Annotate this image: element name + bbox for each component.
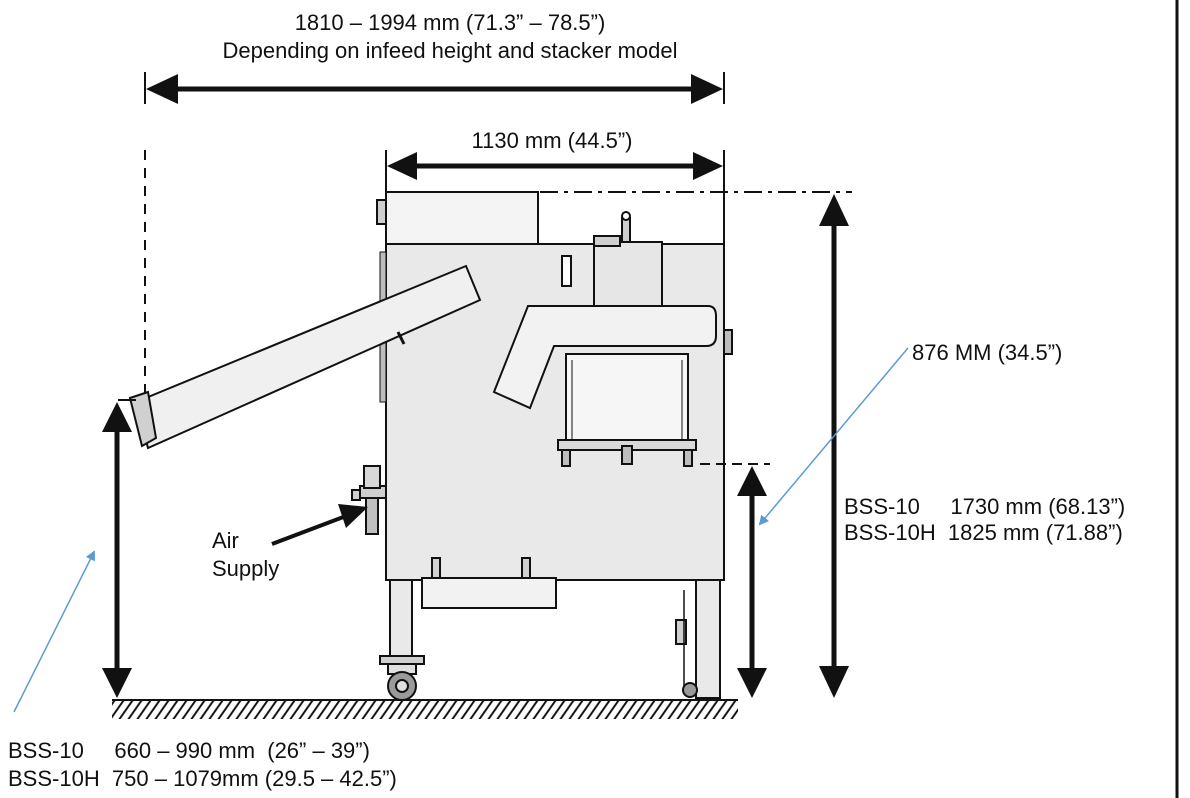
air-supply-arrow [271,504,368,546]
leg-left [389,579,413,659]
total-height-bss10-label: BSS-10 1730 mm (68.13”) [844,494,1125,519]
infeed-height-bss10h-label: BSS-10H 750 – 1079mm (29.5 – 42.5”) [8,766,397,791]
air-supply-label-line1: Air [212,528,239,553]
air-regulator [351,465,387,535]
stacker-frame [565,353,689,441]
top-cover [385,191,539,245]
stacker-machine [351,191,733,701]
overall-length-label: 1810 – 1994 mm (71.3” – 78.5”) [295,10,606,35]
frame-length-label: 1130 mm (44.5”) [472,128,633,153]
leg-right [695,579,721,699]
frame-length-dimension [385,150,725,244]
outfeed-height-dimension [737,466,767,698]
infeed-conveyor [128,264,482,450]
total-height-bss10h-label: BSS-10H 1825 mm (71.88”) [844,520,1123,545]
overall-length-dimension [144,72,725,104]
floor [112,699,738,719]
infeed-leader-line [13,550,95,713]
outfeed-height-label: 876 MM (34.5”) [912,340,1062,365]
outfeed-chute [492,305,717,410]
air-supply-label-line2: Supply [212,556,279,581]
outfeed-leader-line [758,347,909,526]
overall-length-note: Depending on infeed height and stacker m… [223,38,678,63]
motor-box [593,241,663,307]
infeed-height-bss10-label: BSS-10 660 – 990 mm (26” – 39”) [8,738,370,763]
total-height-dimension [819,194,849,698]
bottom-tray [421,577,557,609]
infeed-height-dimension [102,402,132,698]
